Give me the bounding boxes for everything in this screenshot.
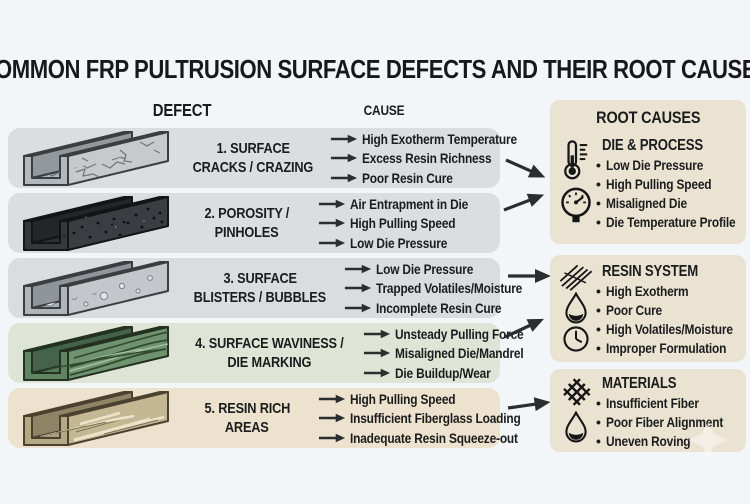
column-header-defect: DEFECT: [152, 100, 212, 120]
defect-row-resin-rich: 5. RESIN RICH AREAS High Pulling Speed I…: [8, 388, 521, 448]
cause-arrow-icon: [344, 264, 371, 273]
cause-arrow-icon: [363, 368, 390, 377]
defect-label: 4. SURFACE WAVINESS / DIE MARKING: [195, 335, 344, 371]
cause-arrow-icon: [318, 413, 346, 423]
cracked-channel-illustration: [23, 131, 169, 186]
group-title: MATERIALS: [602, 375, 677, 392]
cause-item: Die Buildup/Wear: [363, 363, 546, 383]
cause-item: Unsteady Pulling Force: [363, 324, 546, 344]
root-cause-group-die-process: ROOT CAUSES: [550, 100, 746, 244]
defect-label: 3. SURFACE BLISTERS / BUBBLES: [193, 270, 326, 306]
cause-item: Insufficient Fiberglass Loading: [318, 408, 551, 428]
root-cause-group-resin-system: RESIN SYSTEM High Exotherm Poor Cure Hig…: [550, 255, 746, 362]
defect-row-porosity: 2. POROSITY / PINHOLES Air Entrapment in…: [8, 193, 500, 253]
woven-fiber-icon: [563, 377, 591, 406]
cause-arrow-icon: [318, 218, 346, 228]
bullet-item: Poor Fiber Alignment: [596, 413, 742, 432]
cause-arrow-icon: [344, 283, 371, 293]
cause-item: Excess Resin Richness: [330, 148, 544, 168]
cause-item: Trapped Volatiles/Moisture: [344, 278, 548, 298]
defect-row-waviness: 4. SURFACE WAVINESS / DIE MARKING Unstea…: [8, 323, 523, 383]
connector-arrow-icon: [505, 158, 546, 178]
clock-icon: [563, 326, 589, 352]
cause-item: High Exotherm Temperature: [330, 129, 544, 149]
cause-arrow-icon: [363, 348, 390, 358]
cause-item: High Pulling Speed: [318, 213, 500, 233]
defect-row-surface-cracks: 1. SURFACE CRACKS / CRAZING High Exother…: [8, 128, 517, 188]
pressure-gauge-icon: [561, 187, 591, 222]
wavy-channel-illustration: [23, 326, 169, 381]
bullet-item: Insufficient Fiber: [596, 394, 742, 413]
cause-item: High Pulling Speed: [318, 389, 551, 409]
droplet-icon: [565, 410, 587, 442]
cause-item: Air Entrapment in Die: [318, 194, 500, 214]
porous-channel-illustration: [23, 196, 169, 251]
bullet-item: Misaligned Die: [596, 194, 742, 213]
root-cause-group-materials: MATERIALS Insufficient Fiber Poor Fiber …: [550, 369, 746, 452]
cause-arrow-icon: [330, 173, 357, 182]
cause-item: Low Die Pressure: [318, 233, 500, 253]
fiber-strands-icon: [559, 264, 593, 291]
page-title: COMMON FRP PULTRUSION SURFACE DEFECTS AN…: [0, 54, 750, 84]
cause-arrow-icon: [318, 238, 346, 247]
cause-arrow-icon: [318, 199, 346, 208]
cause-arrow-icon: [344, 303, 371, 312]
blistered-channel-illustration: [23, 261, 169, 316]
bullet-item: High Volatiles/Moisture: [596, 320, 742, 339]
bullet-item: Poor Cure: [596, 301, 742, 320]
cause-arrow-icon: [330, 134, 357, 143]
bullet-item: Uneven Roving: [596, 432, 742, 451]
cause-arrow-icon: [330, 153, 357, 163]
connector-arrow-icon: [504, 318, 544, 339]
cause-arrow-icon: [318, 433, 346, 442]
defect-label: 5. RESIN RICH AREAS: [204, 400, 290, 436]
defect-row-blisters: 3. SURFACE BLISTERS / BUBBLES Low Die Pr…: [8, 258, 522, 318]
cause-item: Misaligned Die/Mandrel: [363, 343, 546, 363]
cause-item: Incomplete Resin Cure: [344, 298, 548, 318]
cause-item: Poor Resin Cure: [330, 168, 544, 188]
root-causes-panel-header: ROOT CAUSES: [595, 108, 701, 127]
connector-arrow-icon: [507, 397, 551, 412]
droplet-icon: [565, 291, 587, 324]
cause-arrow-icon: [363, 329, 390, 338]
bullet-item: Improper Formulation: [596, 339, 742, 358]
bullet-item: High Exotherm: [596, 282, 742, 301]
bullet-item: High Pulling Speed: [596, 175, 742, 194]
connector-arrow-icon: [508, 269, 551, 283]
cause-item: Inadequate Resin Squeeze-out: [318, 428, 551, 448]
group-title: DIE & PROCESS: [602, 137, 704, 154]
group-title: RESIN SYSTEM: [602, 263, 699, 280]
cause-item: Low Die Pressure: [344, 259, 548, 279]
bullet-item: Low Die Pressure: [596, 156, 742, 175]
defect-label: 2. POROSITY / PINHOLES: [204, 205, 290, 241]
connector-arrow-icon: [503, 193, 545, 212]
bullet-item: Die Temperature Profile: [596, 213, 742, 232]
defect-label: 1. SURFACE CRACKS / CRAZING: [192, 140, 314, 176]
thermometer-icon: [564, 139, 588, 179]
resin-rich-channel-illustration: [23, 391, 169, 446]
cause-arrow-icon: [318, 394, 346, 403]
watermark-logo: [688, 422, 728, 458]
column-header-cause: CAUSE: [363, 101, 405, 118]
